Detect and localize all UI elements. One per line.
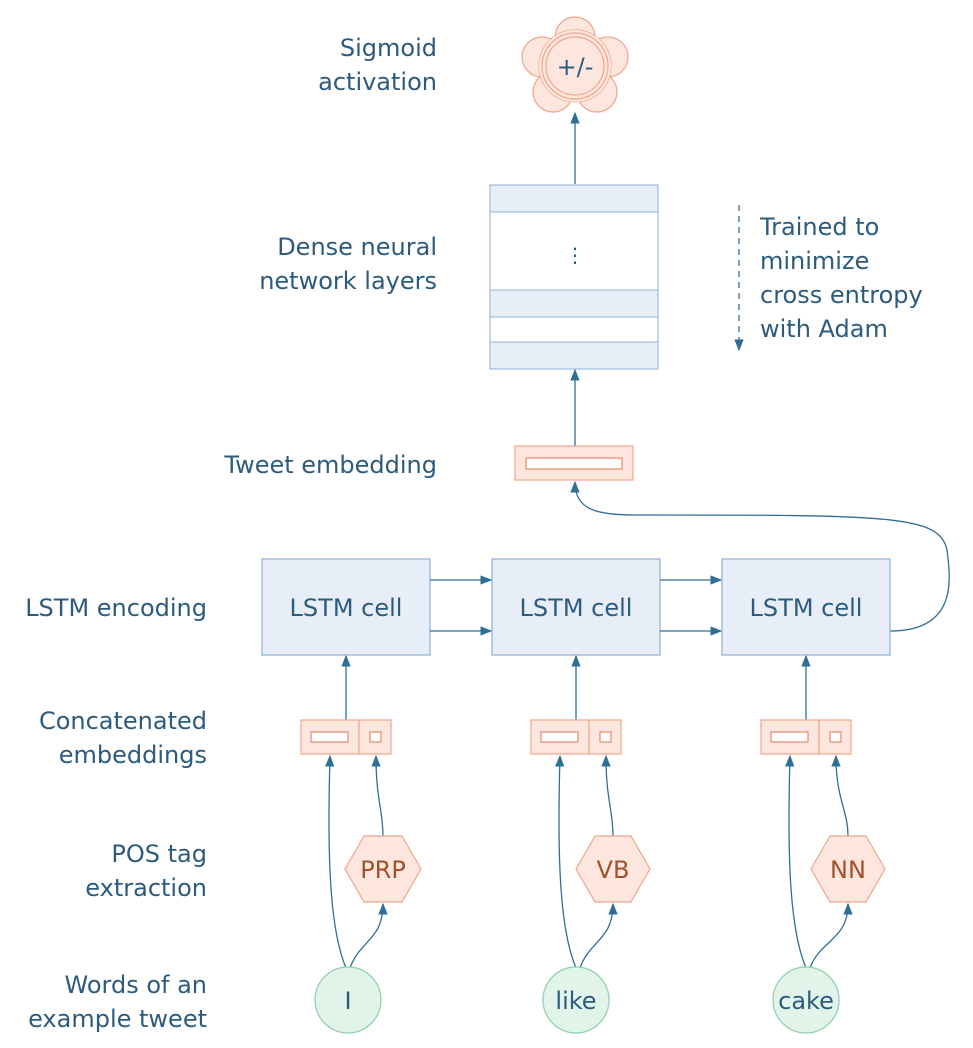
dense-layer-1 [489,184,659,213]
arrow-pos-prp-to-embedding [371,754,384,837]
dense-layers-stack: ⋮ [489,184,659,370]
pos-tag-vb: VB [575,835,651,903]
word-node-cake: cake [772,966,840,1034]
word-i-label: I [344,987,351,1015]
concatenated-label-line1: Concatenated [39,707,207,735]
pos-label-line1: POS tag [111,840,207,868]
dense-layer-3 [489,316,659,343]
pos-label-line2: extraction [85,874,207,902]
pos-tag-nn-label: NN [830,856,866,884]
dense-label-line1: Dense neural [277,233,437,261]
lstm-cell-3: LSTM cell [721,558,891,656]
arrow-word-like-to-pos [579,902,618,969]
lstm-cell-2-label: LSTM cell [520,594,633,622]
dense-label-line2: network layers [259,267,437,295]
tweet-embedding-label: Tweet embedding [223,451,437,479]
arrow-word-like-to-word-embedding [555,754,577,969]
words-label-line1: Words of an [65,971,208,999]
word-cake-label: cake [778,987,834,1015]
arrow-word-cake-to-pos [809,902,853,969]
dense-layer-4 [489,341,659,370]
arrow-word-i-to-pos [349,902,388,969]
word-like-label: like [555,987,596,1015]
concatenated-label-line2: embeddings [59,741,207,769]
training-note-line4: with Adam [760,315,888,343]
training-note-line2: minimize [760,247,869,275]
training-note-line1: Trained to [759,213,879,241]
training-note-line3: cross entropy [760,281,923,309]
arrow-pos-nn-to-embedding [831,754,849,837]
concat-embedding-3 [760,719,852,755]
lstm-cell-2: LSTM cell [491,558,661,656]
lstm-cell-1-label: LSTM cell [290,594,403,622]
arrow-word-cake-to-word-embedding [785,754,807,969]
arrow-pos-vb-to-embedding [601,754,614,837]
word-node-like: like [542,966,610,1034]
words-label-line2: example tweet [28,1005,207,1033]
arrow-word-i-to-word-embedding [325,754,347,969]
word-node-i: I [314,966,382,1034]
lstm-encoding-label: LSTM encoding [25,594,207,622]
dense-layer-2 [489,289,659,318]
pos-tag-nn: NN [810,835,886,903]
pos-tag-vb-label: VB [597,856,630,884]
pos-tag-prp: PRP [344,835,422,903]
dense-ellipsis: ⋮ [565,243,585,267]
pos-tag-prp-label: PRP [360,856,406,884]
sigmoid-output-node: +/- [521,16,629,113]
arrow-lstm-to-embedding [570,480,950,632]
sigmoid-label-line1: Sigmoid [340,34,437,62]
lstm-cell-1: LSTM cell [261,558,431,656]
concat-embedding-2 [530,719,622,755]
output-label: +/- [557,53,594,81]
tweet-embedding-vector [514,445,634,481]
concat-embedding-1 [300,719,392,755]
sigmoid-label-line2: activation [318,68,437,96]
lstm-cell-3-label: LSTM cell [750,594,863,622]
